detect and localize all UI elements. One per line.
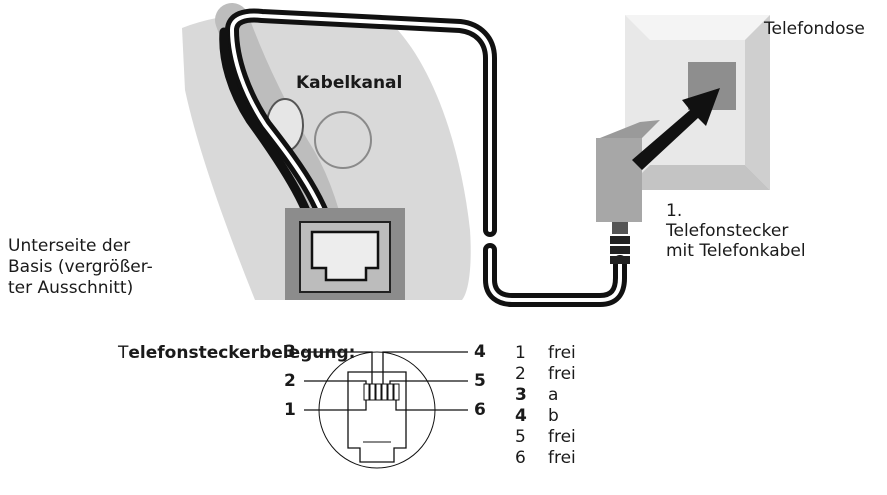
pinout-title-rest: elefonsteckerbelegung: xyxy=(128,343,356,363)
pin-number: 1 xyxy=(515,343,526,363)
base-label-line1: Unterseite der xyxy=(8,236,131,256)
pin-diagram xyxy=(304,351,468,469)
pin-number: 3 xyxy=(515,385,527,405)
callout-left-1: 3 xyxy=(284,342,296,362)
pin-row: 1 frei xyxy=(515,343,655,363)
callout-left-2: 2 xyxy=(284,371,296,391)
base-circle-detail xyxy=(314,111,372,169)
pin-value: a xyxy=(548,385,559,405)
pin-row: 2 frei xyxy=(515,364,655,384)
plug-label-line2: mit Telefonkabel xyxy=(666,241,806,261)
pin-row: 5 frei xyxy=(515,427,655,447)
pinout-title: Telefonsteckerbelegung: xyxy=(118,343,355,363)
callout-left-3: 1 xyxy=(284,400,296,420)
insert-arrow xyxy=(632,88,720,170)
telephone-plug xyxy=(596,120,660,264)
pin-value: b xyxy=(548,406,559,426)
pin-number: 6 xyxy=(515,448,526,468)
base-jack xyxy=(285,208,405,300)
callout-right-2: 5 xyxy=(474,371,486,391)
pin-value: frei xyxy=(548,427,576,447)
base-label-line2: Basis (vergrößer- xyxy=(8,257,153,277)
pin-number: 5 xyxy=(515,427,526,447)
cable-channel-label: Kabelkanal xyxy=(296,73,403,93)
plug-label-line1: Telefonstecker xyxy=(666,221,789,241)
callout-right-3: 6 xyxy=(474,400,486,420)
pin-row: 6 frei xyxy=(515,448,655,468)
step-number: 1. xyxy=(666,201,683,221)
wall-socket-label: Telefondose xyxy=(764,19,865,39)
pinout-title-first: T xyxy=(118,343,129,363)
base-label-line3: ter Ausschnitt) xyxy=(8,278,134,298)
pin-number: 4 xyxy=(515,406,527,426)
pin-value: frei xyxy=(548,448,576,468)
pin-value: frei xyxy=(548,343,576,363)
callout-right-1: 4 xyxy=(474,342,486,362)
pin-number: 2 xyxy=(515,364,526,384)
pin-value: frei xyxy=(548,364,576,384)
